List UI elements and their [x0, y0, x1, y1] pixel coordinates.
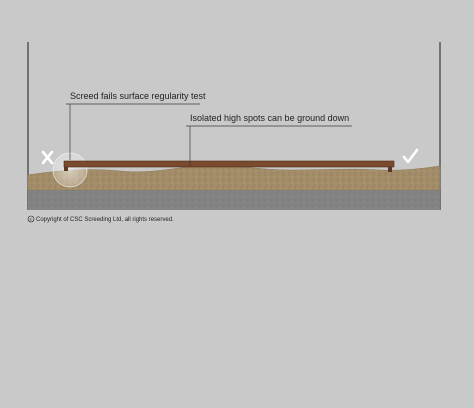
screed-layer	[27, 165, 441, 191]
cross-icon	[41, 150, 54, 165]
straightedge-foot-right	[388, 167, 392, 172]
concrete-slab	[28, 190, 440, 210]
check-icon	[402, 148, 419, 164]
copyright-symbol: ©	[29, 217, 32, 222]
straightedge-bar	[63, 160, 395, 168]
callout-2-label: Isolated high spots can be ground down	[190, 113, 349, 123]
copyright-notice: Copyright of CSC Screeding Ltd, all righ…	[36, 217, 174, 223]
copyright-symbol-icon	[27, 215, 35, 223]
straightedge-foot-left	[64, 167, 68, 171]
callout-1-label: Screed fails surface regularity test	[70, 91, 206, 101]
